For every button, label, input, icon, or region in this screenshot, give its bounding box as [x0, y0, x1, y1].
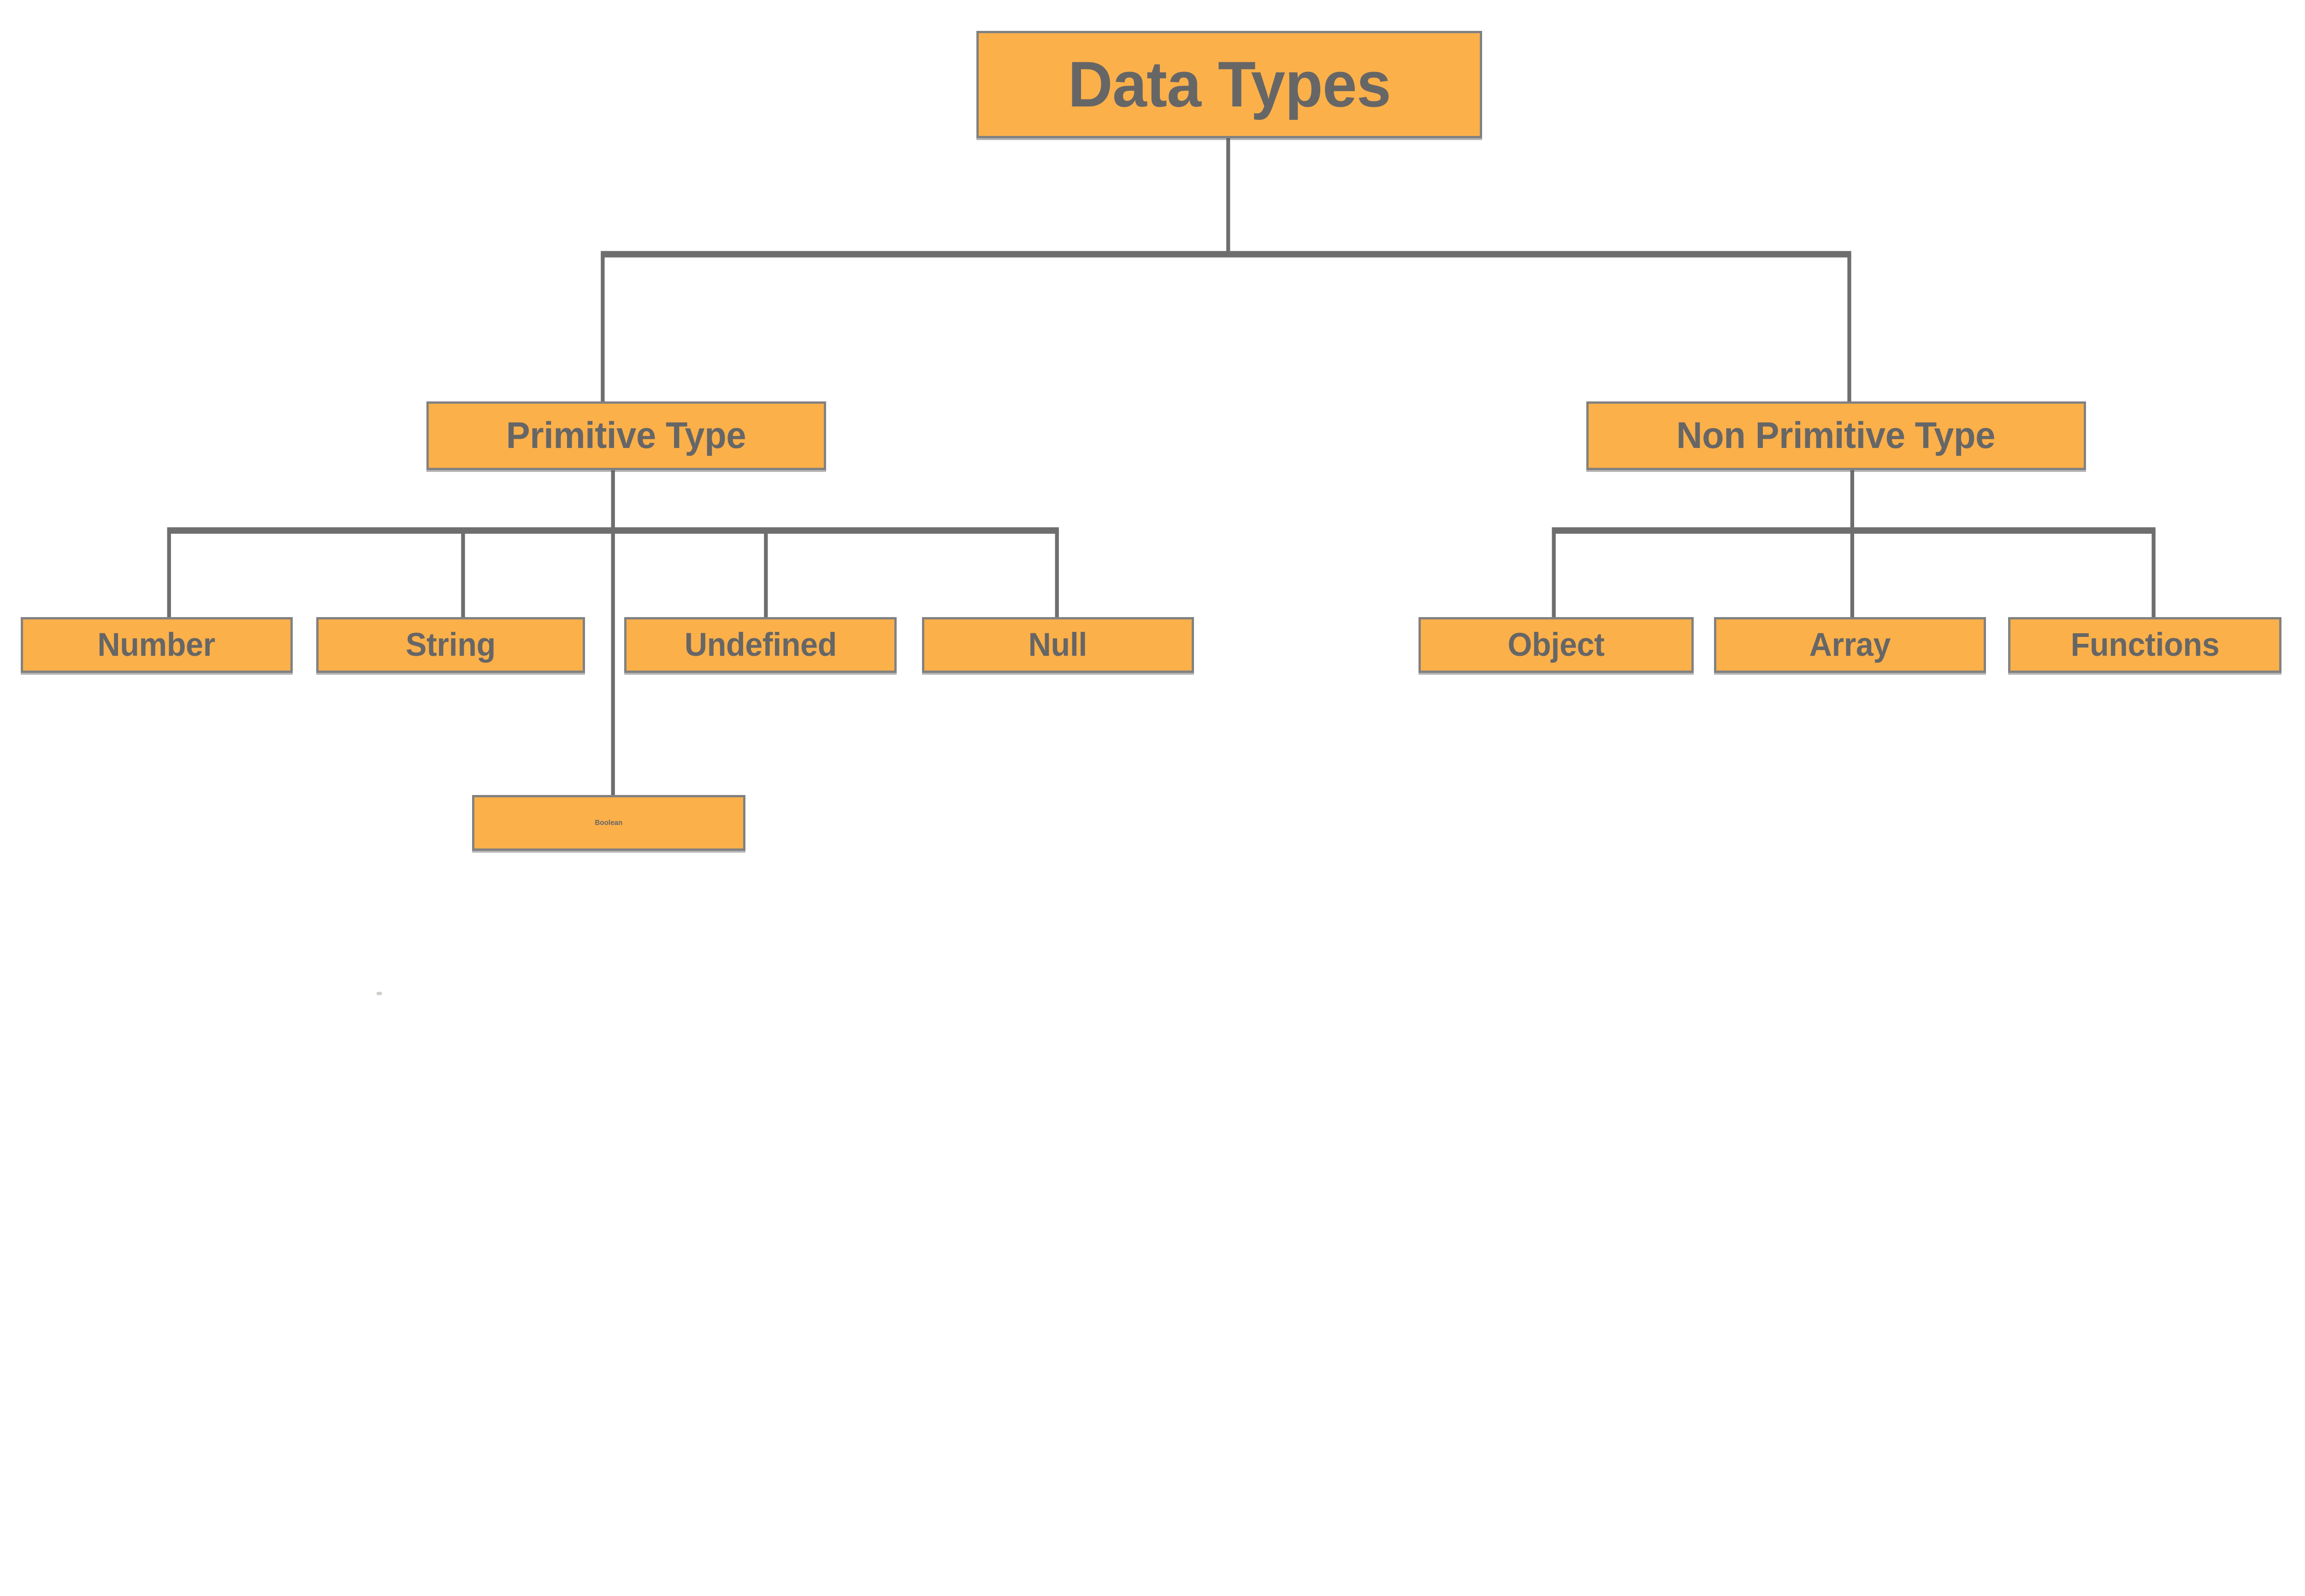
node-primitive-type-label: Primitive Type: [506, 415, 746, 457]
node-object: Object: [1418, 617, 1694, 673]
connector-lines: [167, 138, 2156, 995]
node-functions-label: Functions: [2070, 627, 2219, 664]
node-string: String: [316, 617, 585, 673]
node-data-types-label: Data Types: [1068, 48, 1391, 121]
stray-dot-artifact: [376, 991, 383, 995]
node-data-types: Data Types: [976, 30, 1483, 138]
node-null: Null: [922, 617, 1194, 673]
node-non-primitive-type: Non Primitive Type: [1586, 401, 2086, 471]
node-boolean-label: Boolean: [594, 819, 623, 827]
node-undefined-label: Undefined: [684, 627, 837, 664]
node-non-primitive-type-label: Non Primitive Type: [1676, 415, 1996, 457]
node-number: Number: [20, 617, 293, 673]
node-null-label: Null: [1028, 627, 1087, 664]
node-boolean: Boolean: [472, 795, 745, 851]
node-functions: Functions: [2008, 617, 2281, 673]
node-array: Array: [1714, 617, 1986, 673]
diagram-canvas: Data Types Primitive Type Non Primitive …: [20, 30, 2281, 995]
node-array-label: Array: [1809, 627, 1891, 664]
node-primitive-type: Primitive Type: [426, 401, 826, 471]
node-object-label: Object: [1507, 627, 1605, 664]
node-string-label: String: [405, 627, 496, 664]
node-undefined: Undefined: [624, 617, 897, 673]
node-number-label: Number: [97, 627, 216, 664]
